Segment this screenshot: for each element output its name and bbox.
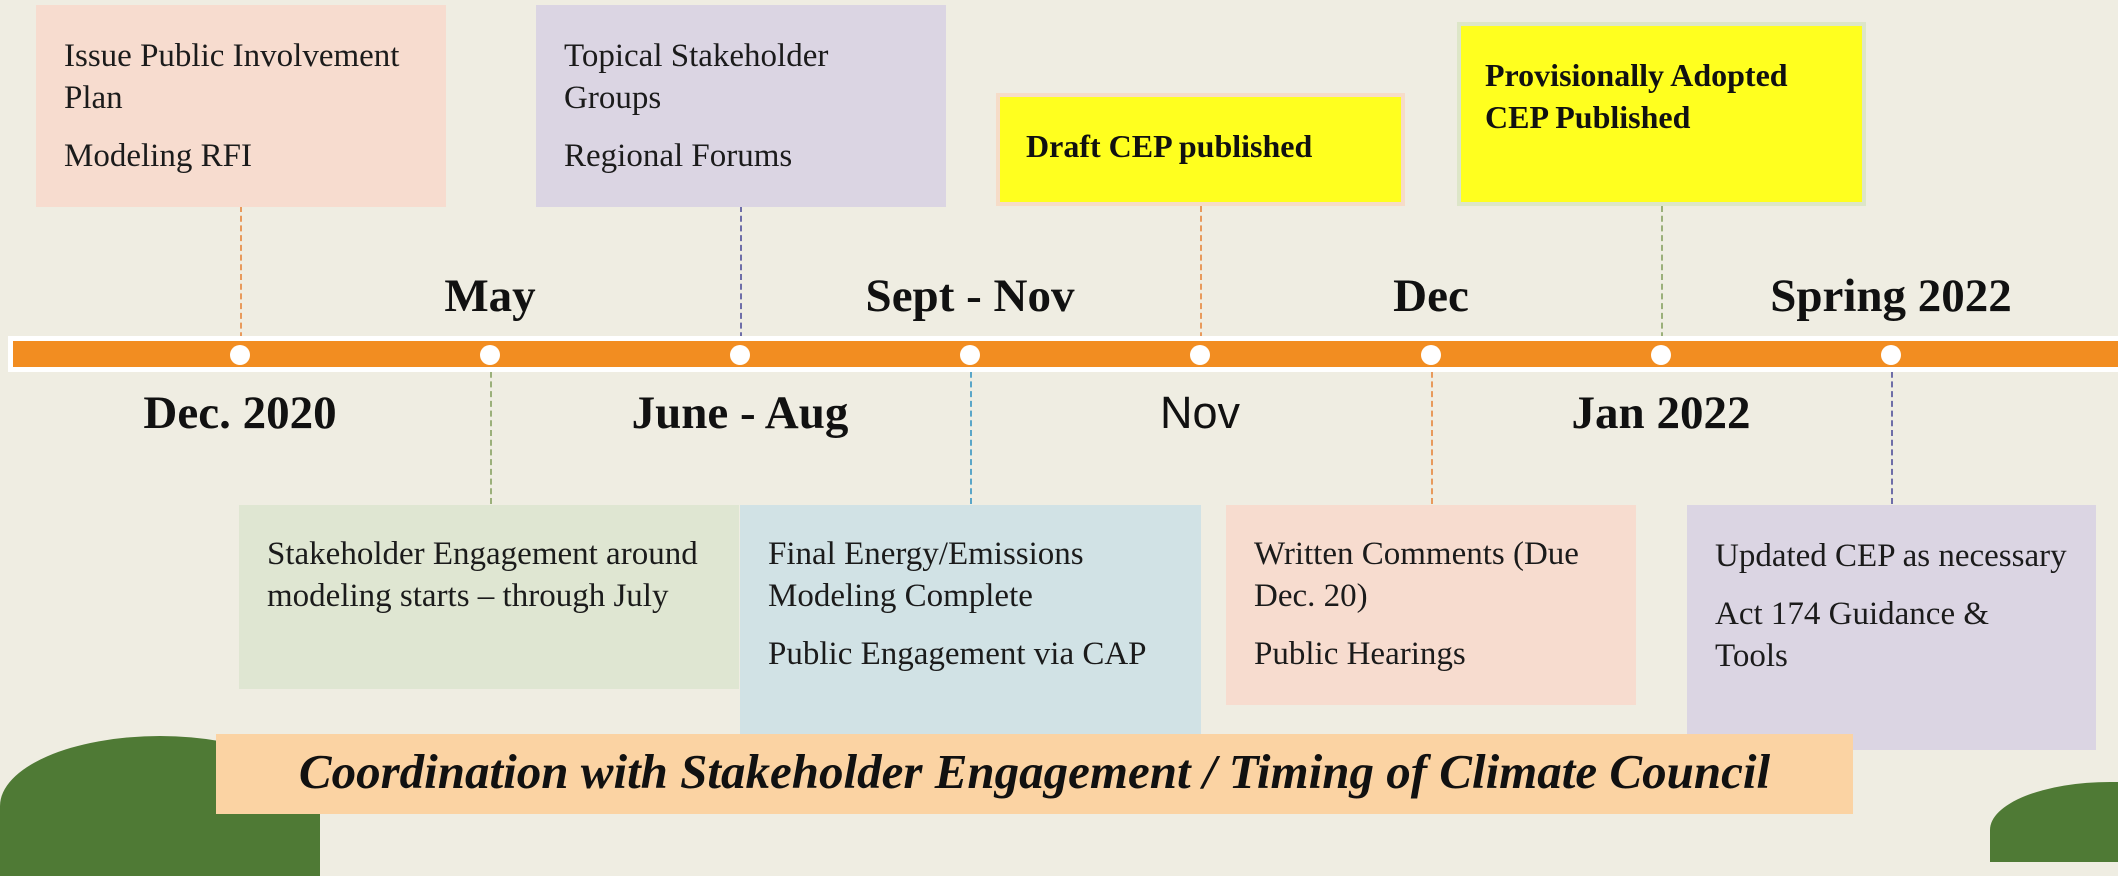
timeline-dot <box>1421 345 1441 365</box>
box-text: Topical Stakeholder Groups <box>564 38 829 116</box>
bottom-box-stakeholder-engagement: Stakeholder Engagement around modeling s… <box>239 505 739 689</box>
box-text: Issue Public Involvement Plan <box>64 38 400 116</box>
box-text: Modeling RFI <box>64 138 252 174</box>
period-label: Spring 2022 <box>1770 270 2012 322</box>
box-text: Act 174 Guidance & Tools <box>1715 596 1990 674</box>
connector-line <box>490 362 492 504</box>
timeline-dot <box>1881 345 1901 365</box>
timeline-dot <box>1651 345 1671 365</box>
period-label: Jan 2022 <box>1571 387 1751 439</box>
timeline-dot <box>1190 345 1210 365</box>
timeline-dot <box>480 345 500 365</box>
box-text: Public Engagement via CAP <box>768 636 1147 672</box>
box-text: Updated CEP as necessary <box>1715 538 2067 574</box>
box-text: Provisionally Adopted CEP Published <box>1485 57 1788 135</box>
box-text: Final Energy/Emissions Modeling Complete <box>768 536 1084 614</box>
connector-line <box>970 362 972 504</box>
hill-right-decoration <box>1990 782 2118 862</box>
top-box-stakeholder-groups: Topical Stakeholder Groups Regional Foru… <box>536 5 946 207</box>
connector-line <box>240 206 242 348</box>
bottom-box-written-comments: Written Comments (Due Dec. 20) Public He… <box>1226 505 1636 705</box>
connector-line <box>1891 362 1893 504</box>
connector-line <box>740 206 742 348</box>
bottom-box-modeling-complete: Final Energy/Emissions Modeling Complete… <box>740 505 1201 745</box>
timeline-dot <box>230 345 250 365</box>
timeline-dot <box>960 345 980 365</box>
box-text: Written Comments (Due Dec. 20) <box>1254 536 1579 614</box>
coordination-banner: Coordination with Stakeholder Engagement… <box>216 734 1853 814</box>
top-box-provisionally-adopted-cep: Provisionally Adopted CEP Published <box>1457 22 1866 206</box>
period-label: Nov <box>1159 387 1241 438</box>
period-label: June - Aug <box>631 387 849 439</box>
connector-line <box>1431 362 1433 504</box>
top-box-public-involvement: Issue Public Involvement Plan Modeling R… <box>36 5 446 207</box>
box-text: Regional Forums <box>564 138 793 174</box>
timeline-dot <box>730 345 750 365</box>
box-text: Draft CEP published <box>1026 128 1313 164</box>
bottom-box-updated-cep: Updated CEP as necessary Act 174 Guidanc… <box>1687 505 2096 750</box>
period-label: Sept - Nov <box>865 270 1075 322</box>
period-label: Dec <box>1393 270 1469 322</box>
top-box-draft-cep: Draft CEP published <box>996 93 1405 206</box>
box-text: Stakeholder Engagement around modeling s… <box>267 536 698 614</box>
connector-line <box>1661 206 1663 348</box>
connector-line <box>1200 206 1202 348</box>
period-label: Dec. 2020 <box>143 387 337 439</box>
box-text: Public Hearings <box>1254 636 1466 672</box>
timeline-bar <box>13 341 2118 367</box>
period-label: May <box>444 270 536 322</box>
